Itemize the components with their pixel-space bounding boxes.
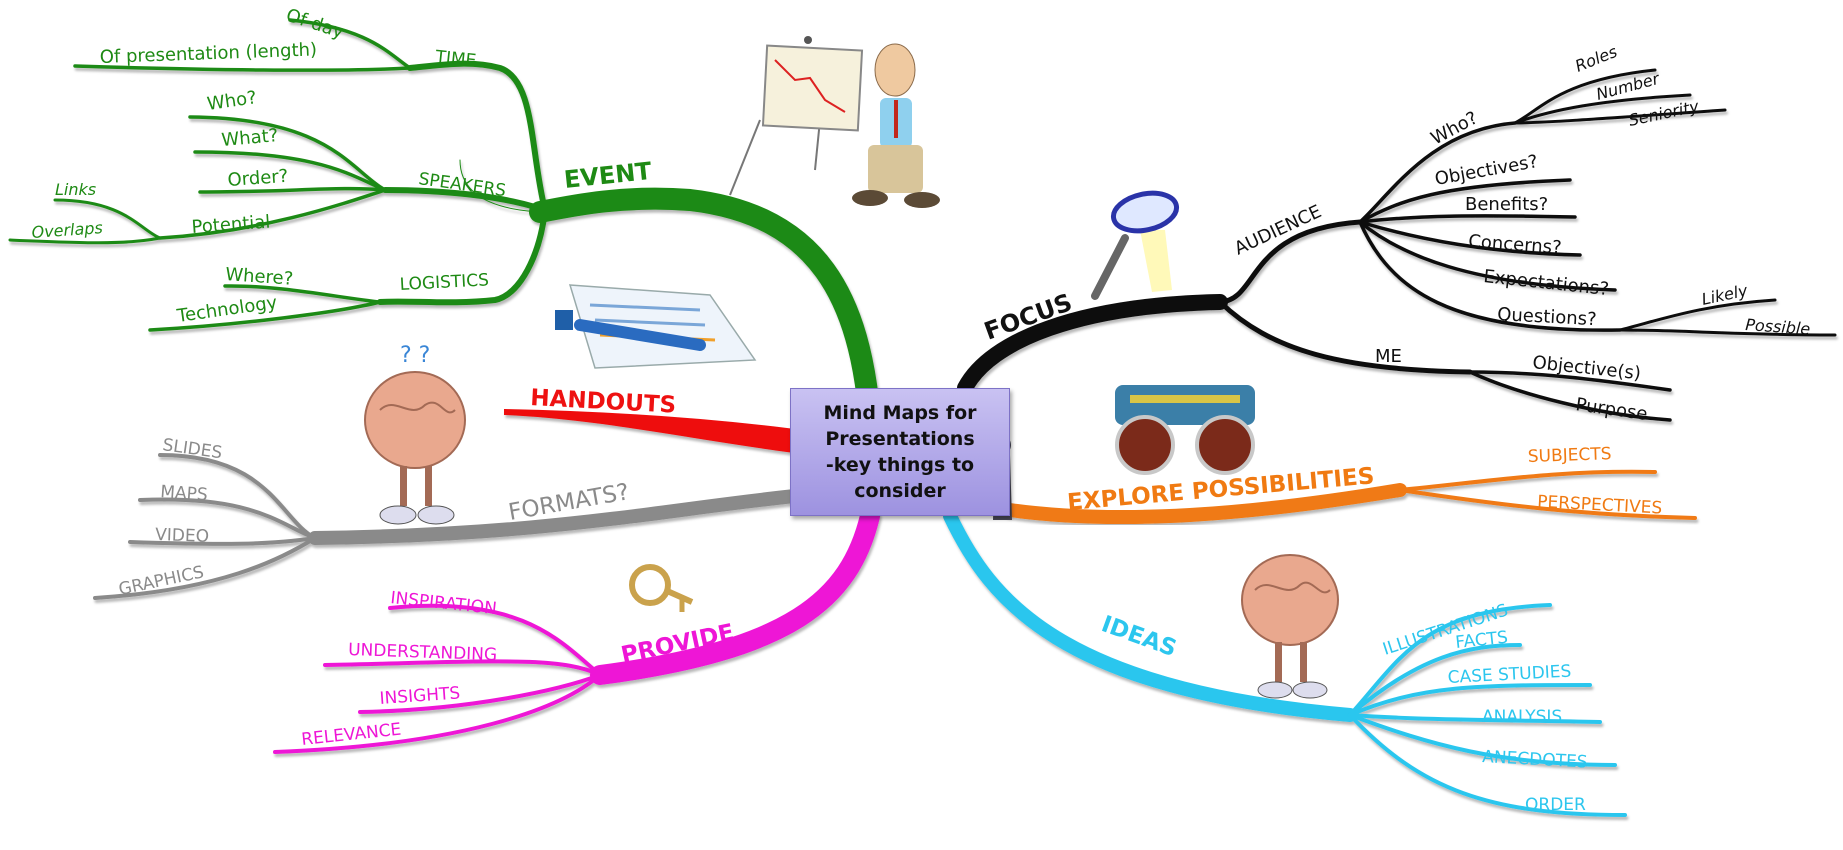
me-label: ME (1375, 346, 1402, 367)
understanding-label: UNDERSTANDING (348, 640, 498, 665)
links-label: Links (55, 180, 96, 199)
analysis-label: ANALYSIS (1482, 707, 1562, 727)
order-speakers-label: Order? (227, 166, 289, 191)
who-audience-label: Who? (1427, 108, 1481, 150)
purpose-label: Purpose (1574, 394, 1648, 425)
of-day-label: Of day (283, 5, 346, 43)
central-topic: Mind Maps for Presentations -key things … (790, 388, 1010, 516)
presenter-chart-picture (730, 36, 940, 208)
perspectives-label: PERSPECTIVES (1537, 492, 1663, 519)
overlaps-label: Overlaps (31, 218, 103, 242)
brain-thinking-picture: ? ? (365, 343, 465, 524)
of-presentation-length-label: Of presentation (length) (99, 39, 317, 68)
who-speakers-label: Who? (206, 87, 258, 115)
logistics-label: LOGISTICS (399, 270, 489, 295)
benefits-label: Benefits? (1465, 194, 1548, 215)
branch-provide (275, 516, 870, 752)
questions-label: Questions? (1497, 304, 1597, 330)
order-ideas-label: ORDER (1525, 795, 1586, 815)
key-picture (632, 567, 692, 612)
video-label: VIDEO (155, 525, 210, 547)
graphics-label: GRAPHICS (117, 562, 206, 600)
maps-label: MAPS (160, 482, 209, 505)
inspiration-label: INSPIRATION (389, 588, 497, 619)
what-label: What? (221, 125, 279, 151)
brain-idea-picture (1242, 555, 1338, 698)
handout-pen-picture (555, 285, 755, 368)
concerns-label: Concerns? (1468, 231, 1563, 258)
facts-label: FACTS (1454, 628, 1508, 653)
magnifier-picture (1095, 188, 1180, 296)
slides-label: SLIDES (161, 435, 223, 463)
expectations-label: Expectations? (1482, 266, 1609, 300)
ideas-label: IDEAS (1098, 611, 1180, 662)
binoculars-picture (1115, 385, 1255, 473)
seniority-label: Seniority (1627, 96, 1701, 129)
potential-label: Potential (191, 212, 271, 238)
roles-label: Roles (1572, 42, 1619, 76)
svg-text:? ?: ? ? (400, 343, 430, 368)
anecdotes-label: ANECDOTES (1482, 747, 1588, 772)
branch-focus (965, 70, 1835, 420)
subjects-label: SUBJECTS (1527, 444, 1611, 467)
